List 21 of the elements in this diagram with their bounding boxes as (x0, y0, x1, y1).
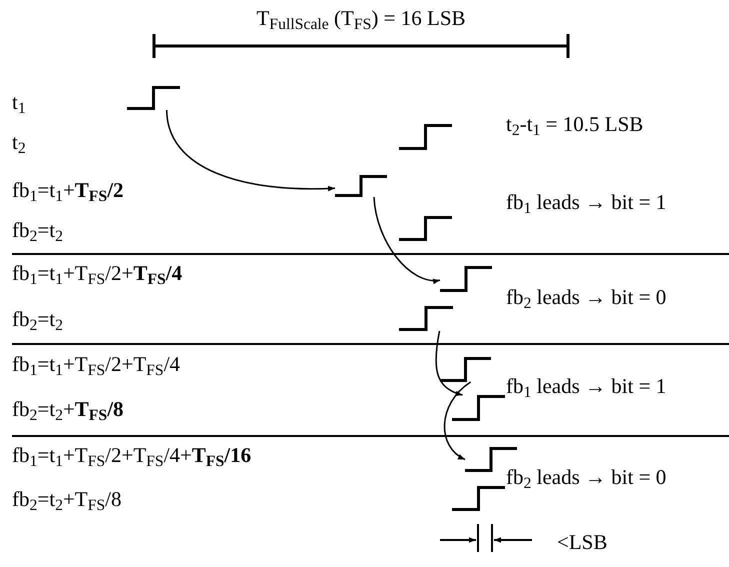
label-text: <LSB (557, 530, 608, 554)
label-text: fb$_{2}$=t$_{2}$ (12, 218, 63, 242)
arrow (435, 330, 463, 396)
label-text: fb$_{2}$=t$_{2}$+T$_{FS}$/8 (12, 487, 122, 511)
label-text: T$_{FullScale}$ (T$_{FS}$) = 16 LSB (256, 6, 466, 30)
label-text: fb$_{1}$=t$_{1}$+T$_{FS}$/2 (12, 178, 124, 202)
label-text: fb$_{2}$ leads → bit = 0 (506, 465, 666, 489)
label-text: fb$_{2}$ leads → bit = 0 (506, 285, 666, 309)
label-text: t$_{2}$-t$_{1}$ = 10.5 LSB (506, 112, 644, 136)
label-text: fb$_{1}$ leads → bit = 1 (506, 190, 666, 214)
label-text: fb$_{2}$=t$_{2}$+T$_{FS}$/8 (12, 397, 124, 421)
label-text: fb$_{1}$=t$_{1}$+T$_{FS}$/2+T$_{FS}$/4 (12, 261, 182, 285)
label-text: t$_{1}$ (12, 90, 26, 114)
arrow (166, 110, 336, 192)
arrow (444, 381, 472, 460)
label-text: fb$_{1}$=t$_{1}$+T$_{FS}$/2+T$_{FS}$/4 (12, 352, 180, 376)
label-text: fb$_{1}$ leads → bit = 1 (506, 374, 666, 398)
label-text: fb$_{1}$=t$_{1}$+T$_{FS}$/2+T$_{FS}$/4+T$_{FS}$/16 (12, 443, 252, 467)
label-text: t$_{2}$ (12, 130, 26, 154)
label-text: fb$_{2}$=t$_{2}$ (12, 307, 63, 331)
arrow (373, 196, 440, 284)
